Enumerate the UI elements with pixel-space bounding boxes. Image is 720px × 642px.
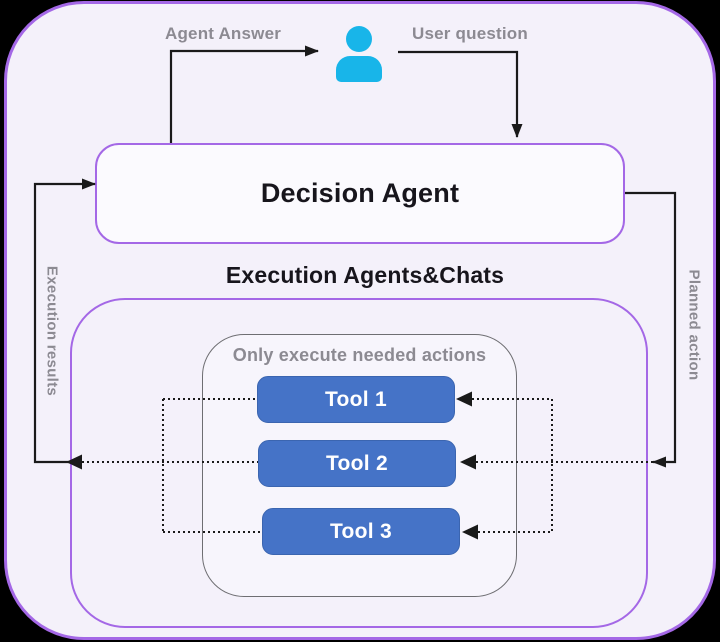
planned-action-label: Planned action bbox=[685, 269, 703, 381]
tool-3-label: Tool 3 bbox=[329, 519, 393, 543]
user-icon bbox=[334, 26, 384, 82]
tool-2-label: Tool 2 bbox=[325, 451, 389, 475]
user-question-label: User question bbox=[412, 24, 528, 43]
agent-answer-label: Agent Answer bbox=[165, 24, 282, 43]
decision-agent-box: Decision Agent bbox=[95, 143, 625, 244]
user-icon-head bbox=[346, 26, 372, 52]
execution-results-label: Execution results bbox=[43, 265, 61, 397]
tool-1-label: Tool 1 bbox=[324, 387, 388, 411]
user-icon-body bbox=[336, 56, 382, 82]
decision-agent-title: Decision Agent bbox=[260, 178, 460, 208]
tool-3-box: Tool 3 bbox=[262, 508, 460, 555]
tool-1-box: Tool 1 bbox=[257, 376, 455, 423]
only-execute-note: Only execute needed actions bbox=[232, 345, 487, 365]
tool-2-box: Tool 2 bbox=[258, 440, 456, 487]
execution-agents-heading: Execution Agents&Chats bbox=[225, 262, 505, 288]
